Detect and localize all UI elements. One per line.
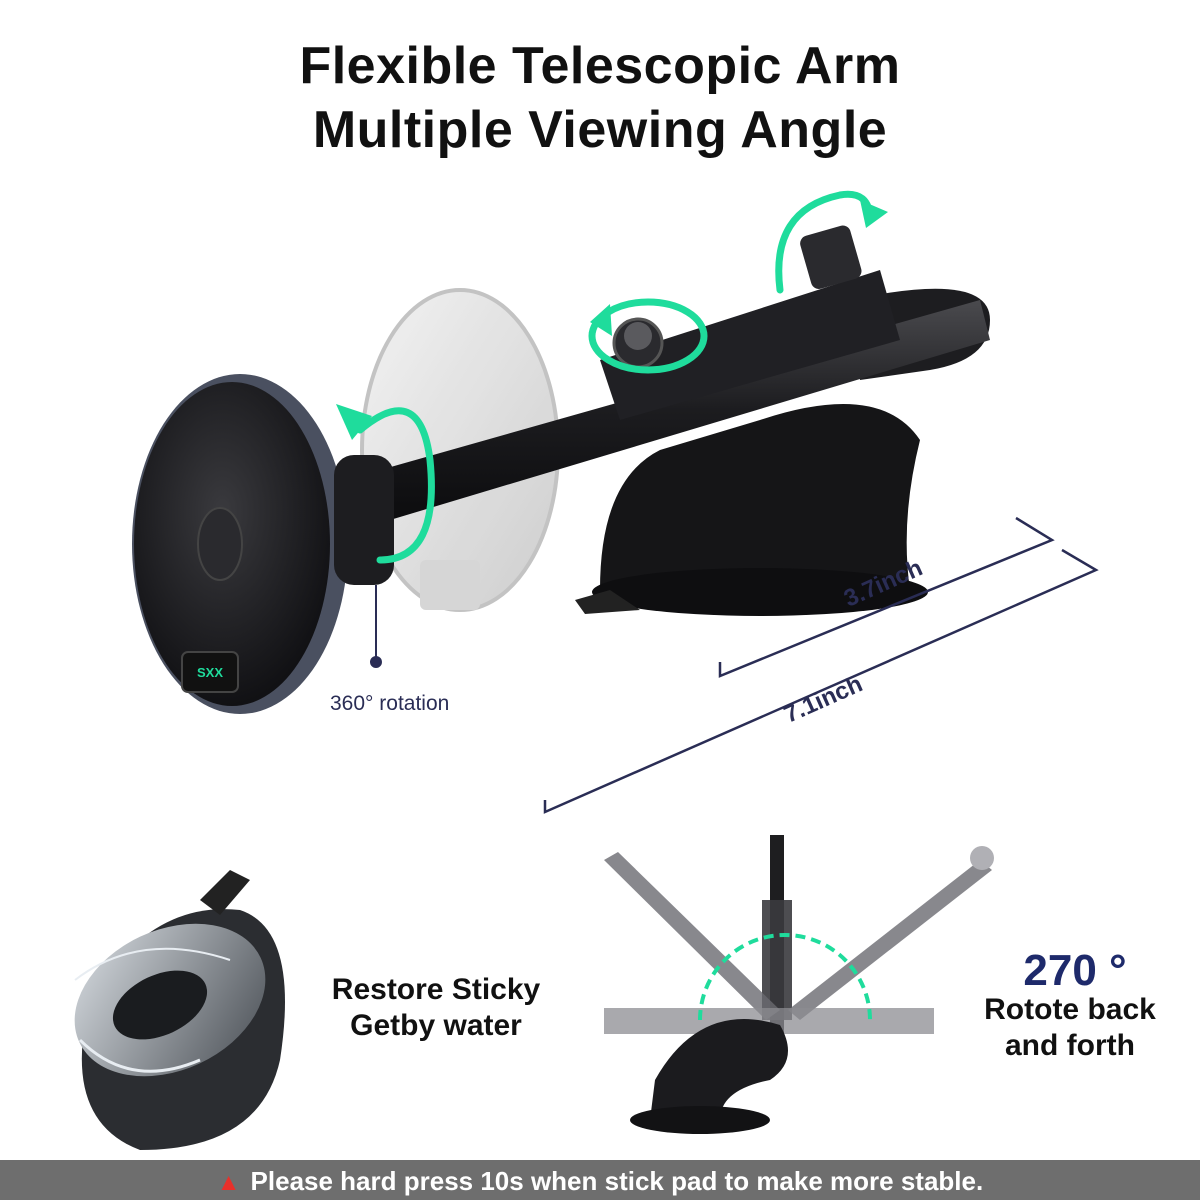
- headline-line-1: Flexible Telescopic Arm: [299, 37, 901, 95]
- swing-diagram: [604, 835, 994, 1134]
- sticky-caption-line-1: Restore Sticky: [331, 973, 541, 1006]
- rotate-caption-line-2: and forth: [1005, 1029, 1135, 1062]
- rotate-caption-line-1: Rotote back: [984, 993, 1156, 1026]
- degree-label: 270 °: [1023, 946, 1127, 995]
- rotation-arrows-icon: [336, 190, 888, 564]
- footer-bar: ▲ Please hard press 10s when stick pad to…: [0, 1160, 1200, 1200]
- brand-badge: SXX: [197, 665, 223, 680]
- dimension-lines: [543, 516, 1099, 814]
- magnetic-pad: SXX: [132, 374, 394, 714]
- sticky-caption-line-2: Getby water: [350, 1009, 522, 1042]
- footer-notice: ▲ Please hard press 10s when stick pad to…: [0, 1166, 1200, 1197]
- headline-line-2: Multiple Viewing Angle: [312, 101, 888, 159]
- rotation-marker: [370, 585, 382, 668]
- rotation-label: 360° rotation: [330, 692, 450, 715]
- warning-triangle-icon: ▲: [216, 1169, 241, 1196]
- telescopic-arm: [380, 225, 990, 520]
- sticky-caption: Restore Sticky Getby water: [318, 972, 554, 1044]
- footer-text: Please hard press 10s when stick pad to …: [250, 1166, 984, 1196]
- washed-suction-cup: [74, 870, 285, 1150]
- rotate-caption: Rotote back and forth: [950, 992, 1190, 1064]
